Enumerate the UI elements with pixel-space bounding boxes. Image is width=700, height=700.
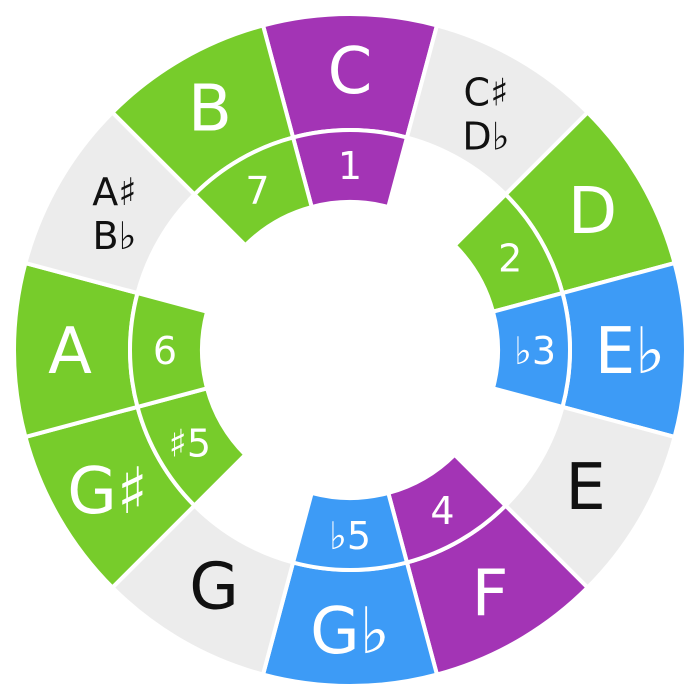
note-segments <box>12 12 688 688</box>
note-label-eb: E♭ <box>595 315 666 389</box>
interval-label-b: 7 <box>245 169 269 213</box>
note-label-f: F <box>472 557 509 631</box>
interval-label-c: 1 <box>338 144 362 188</box>
interval-label-gs: ♯5 <box>168 422 211 466</box>
note-label-a: A <box>48 315 92 389</box>
note-label-e: E <box>565 451 605 525</box>
note-label-c: C <box>328 35 373 109</box>
note-label-d: D <box>568 175 617 249</box>
note-label-cs-flat: D♭ <box>462 114 509 158</box>
note-label-b: B <box>188 73 232 147</box>
note-label-as-flat: B♭ <box>92 214 136 258</box>
interval-label-gb: ♭5 <box>329 514 371 558</box>
interval-label-d: 2 <box>498 237 522 281</box>
note-label-g: G <box>189 551 239 625</box>
interval-label-eb: ♭3 <box>514 329 556 373</box>
note-label-gs: G♯ <box>67 455 148 529</box>
interval-label-f: 4 <box>430 489 454 533</box>
note-label-as-sharp: A♯ <box>92 170 136 214</box>
note-label-gb: G♭ <box>310 595 390 669</box>
interval-segment-b <box>191 135 315 249</box>
note-label-cs-sharp: C♯ <box>464 70 509 114</box>
interval-label-a: 6 <box>153 329 177 373</box>
